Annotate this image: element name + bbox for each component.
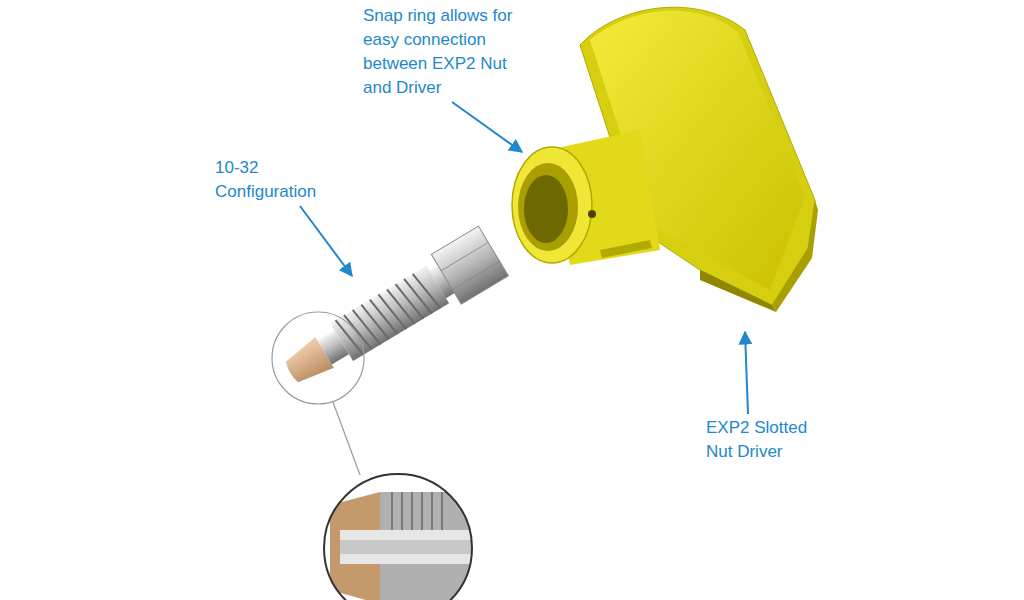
detail-callout — [272, 312, 490, 600]
callout-label: EXP2 Slotted Nut Driver — [706, 416, 826, 464]
leader-arrows — [300, 102, 748, 414]
nut-driver — [512, 7, 818, 312]
callout-label: Snap ring allows for easy connection bet… — [363, 4, 513, 100]
callout-label: 10-32 Configuration — [215, 156, 345, 204]
fitting-nut — [275, 226, 508, 398]
